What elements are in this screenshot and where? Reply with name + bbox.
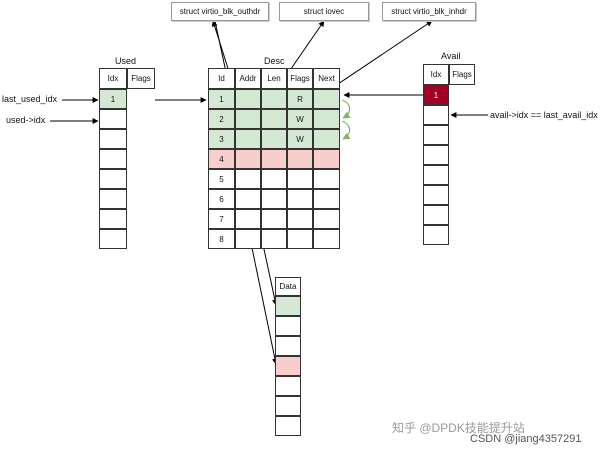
- struct-iovec-box: struct iovec: [279, 2, 369, 21]
- desc-row-7-flags: [287, 209, 313, 229]
- desc-row-8-len: [261, 229, 287, 249]
- desc-row-2-id: 2: [208, 109, 235, 129]
- used-header-idx: Idx: [99, 68, 127, 89]
- avail-row-5: [423, 165, 449, 185]
- desc-header-next: Next: [313, 68, 340, 89]
- data-row-5: [275, 376, 301, 396]
- desc-row-4-id: 4: [208, 149, 235, 169]
- desc-row-8-next: [313, 229, 340, 249]
- last-used-idx-label: last_used_idx: [2, 94, 58, 104]
- desc-row-4-addr: [235, 149, 261, 169]
- desc-row-2-addr: [235, 109, 261, 129]
- avail-row-8: [423, 225, 449, 245]
- avail-row-4: [423, 145, 449, 165]
- desc-row-6-addr: [235, 189, 261, 209]
- desc-row-7-next: [313, 209, 340, 229]
- desc-row-5-id: 5: [208, 169, 235, 189]
- data-title: Data: [275, 277, 301, 296]
- desc-header-len: Len: [261, 68, 287, 89]
- desc-row-4-next: [313, 149, 340, 169]
- desc-row-3-flags: W: [287, 129, 313, 149]
- next-loop-2-arrow: [341, 120, 351, 140]
- desc-row-3-len: [261, 129, 287, 149]
- csdn-watermark: CSDN @jiang4357291: [470, 433, 582, 445]
- desc-header-id: Id: [208, 68, 235, 89]
- desc-row-3-id: 3: [208, 129, 235, 149]
- used-row-1: 1: [99, 89, 127, 109]
- avail-row-6: [423, 185, 449, 205]
- desc-row-7-len: [261, 209, 287, 229]
- desc-row-1-next: [313, 89, 340, 109]
- used-row-3: [99, 129, 127, 149]
- struct-outhdr-box: struct virtio_blk_outhdr: [171, 2, 269, 21]
- used-row-8: [99, 229, 127, 249]
- avail-title: Avail: [441, 51, 461, 61]
- data-row-7: [275, 416, 301, 436]
- data-row-2: [275, 316, 301, 336]
- used-row-5: [99, 169, 127, 189]
- data-row-3: [275, 336, 301, 356]
- used-row-2: [99, 109, 127, 129]
- desc-row-8-flags: [287, 229, 313, 249]
- desc-header-addr: Addr: [235, 68, 261, 89]
- used-header-flags: Flags: [127, 68, 155, 89]
- desc-row-7-addr: [235, 209, 261, 229]
- used-row-4: [99, 149, 127, 169]
- desc-row-4-flags: [287, 149, 313, 169]
- data-row-4: [275, 356, 301, 376]
- used-row-7: [99, 209, 127, 229]
- used-title: Used: [115, 56, 137, 66]
- desc-row-6-next: [313, 189, 340, 209]
- avail-header-idx: Idx: [423, 64, 449, 85]
- avail-row-1: 1: [423, 85, 449, 105]
- desc-row-5-len: [261, 169, 287, 189]
- desc-row-3-next: [313, 129, 340, 149]
- desc-row-1-id: 1: [208, 89, 235, 109]
- desc-row-7-id: 7: [208, 209, 235, 229]
- struct-inhdr-box: struct virtio_blk_inhdr: [382, 2, 476, 21]
- avail-header-flags: Flags: [449, 64, 475, 85]
- desc-row-1-addr: [235, 89, 261, 109]
- data-row-6: [275, 396, 301, 416]
- desc-row-5-flags: [287, 169, 313, 189]
- avail-row-2: [423, 105, 449, 125]
- desc-row-5-addr: [235, 169, 261, 189]
- avail-row-3: [423, 125, 449, 145]
- avail-row-7: [423, 205, 449, 225]
- avail-idx-label: avail->idx == last_avail_idx: [490, 110, 598, 120]
- desc-row-1-flags: R: [287, 89, 313, 109]
- desc-header-flags: Flags: [287, 68, 313, 89]
- desc-row-3-addr: [235, 129, 261, 149]
- desc-title: Desc: [264, 56, 285, 66]
- desc-row-2-len: [261, 109, 287, 129]
- desc-row-6-id: 6: [208, 189, 235, 209]
- desc-row-1-len: [261, 89, 287, 109]
- desc-row-8-id: 8: [208, 229, 235, 249]
- next-loop-1-arrow: [341, 99, 351, 119]
- desc-row-4-len: [261, 149, 287, 169]
- desc-row-6-len: [261, 189, 287, 209]
- used-row-6: [99, 189, 127, 209]
- desc-row-8-addr: [235, 229, 261, 249]
- data-row-1: [275, 296, 301, 316]
- desc-row-2-next: [313, 109, 340, 129]
- desc-row-5-next: [313, 169, 340, 189]
- used-idx-label: used->idx: [6, 115, 46, 125]
- zhihu-watermark: 知乎 @DPDK技能提升站: [392, 421, 525, 435]
- desc-row-2-flags: W: [287, 109, 313, 129]
- desc-row-6-flags: [287, 189, 313, 209]
